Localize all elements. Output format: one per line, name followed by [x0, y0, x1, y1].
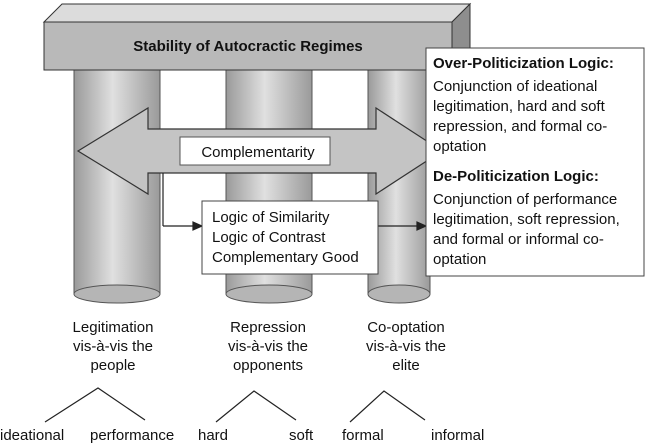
- center-box-line-1: Logic of Similarity: [212, 209, 330, 226]
- pillar-label-line: vis-à-vis the: [73, 338, 153, 355]
- pillar-label-line: Co-optation: [367, 319, 445, 336]
- pillar-label-line: people: [90, 357, 135, 374]
- pillar-label-repression: Repression vis-à-vis the opponents: [228, 319, 308, 374]
- complementarity-label: Complementarity: [201, 144, 315, 161]
- branch-label-informal: informal: [431, 427, 484, 444]
- pillar-label-line: Repression: [230, 319, 306, 336]
- pillar-label-line: opponents: [233, 357, 303, 374]
- pillar-label-cooptation: Co-optation vis-à-vis the elite: [366, 319, 446, 374]
- branch-label-soft: soft: [289, 427, 314, 444]
- beam: Stability of Autocractic Regimes: [42, 2, 472, 72]
- over-politicization-line-3: repression, and formal co-: [433, 118, 607, 135]
- pillar-label-line: vis-à-vis the: [228, 338, 308, 355]
- center-logic-box: Logic of Similarity Logic of Contrast Co…: [201, 200, 379, 275]
- politicization-logic-box: Over-Politicization Logic: Conjunction o…: [425, 47, 645, 277]
- branch-lines: [44, 387, 426, 423]
- pillar-label-line: Legitimation: [73, 319, 154, 336]
- branch-label-hard: hard: [198, 427, 228, 444]
- pillar-label-line: elite: [392, 357, 420, 374]
- de-politicization-line-2: legitimation, soft repression,: [433, 211, 620, 228]
- over-politicization-line-1: Conjunction of ideational: [433, 78, 597, 95]
- de-politicization-line-1: Conjunction of performance: [433, 191, 617, 208]
- de-politicization-line-4: optation: [433, 251, 486, 268]
- center-box-line-3: Complementary Good: [212, 249, 359, 266]
- de-politicization-heading: De-Politicization Logic:: [433, 168, 599, 185]
- branch-label-ideational: ideational: [0, 427, 64, 444]
- over-politicization-line-4: optation: [433, 138, 486, 155]
- center-box-line-2: Logic of Contrast: [212, 229, 326, 246]
- de-politicization-line-3: and formal or informal co-: [433, 231, 604, 248]
- branch-label-formal: formal: [342, 427, 384, 444]
- over-politicization-heading: Over-Politicization Logic:: [433, 55, 614, 72]
- connector-lines: [162, 173, 428, 231]
- branch-label-performance: performance: [90, 427, 174, 444]
- pillar-label-legitimation: Legitimation vis-à-vis the people: [73, 319, 154, 374]
- over-politicization-line-2: legitimation, hard and soft: [433, 98, 606, 115]
- complementarity-arrow: Complementarity: [76, 106, 444, 196]
- beam-title: Stability of Autocractic Regimes: [133, 38, 363, 55]
- pillar-label-line: vis-à-vis the: [366, 338, 446, 355]
